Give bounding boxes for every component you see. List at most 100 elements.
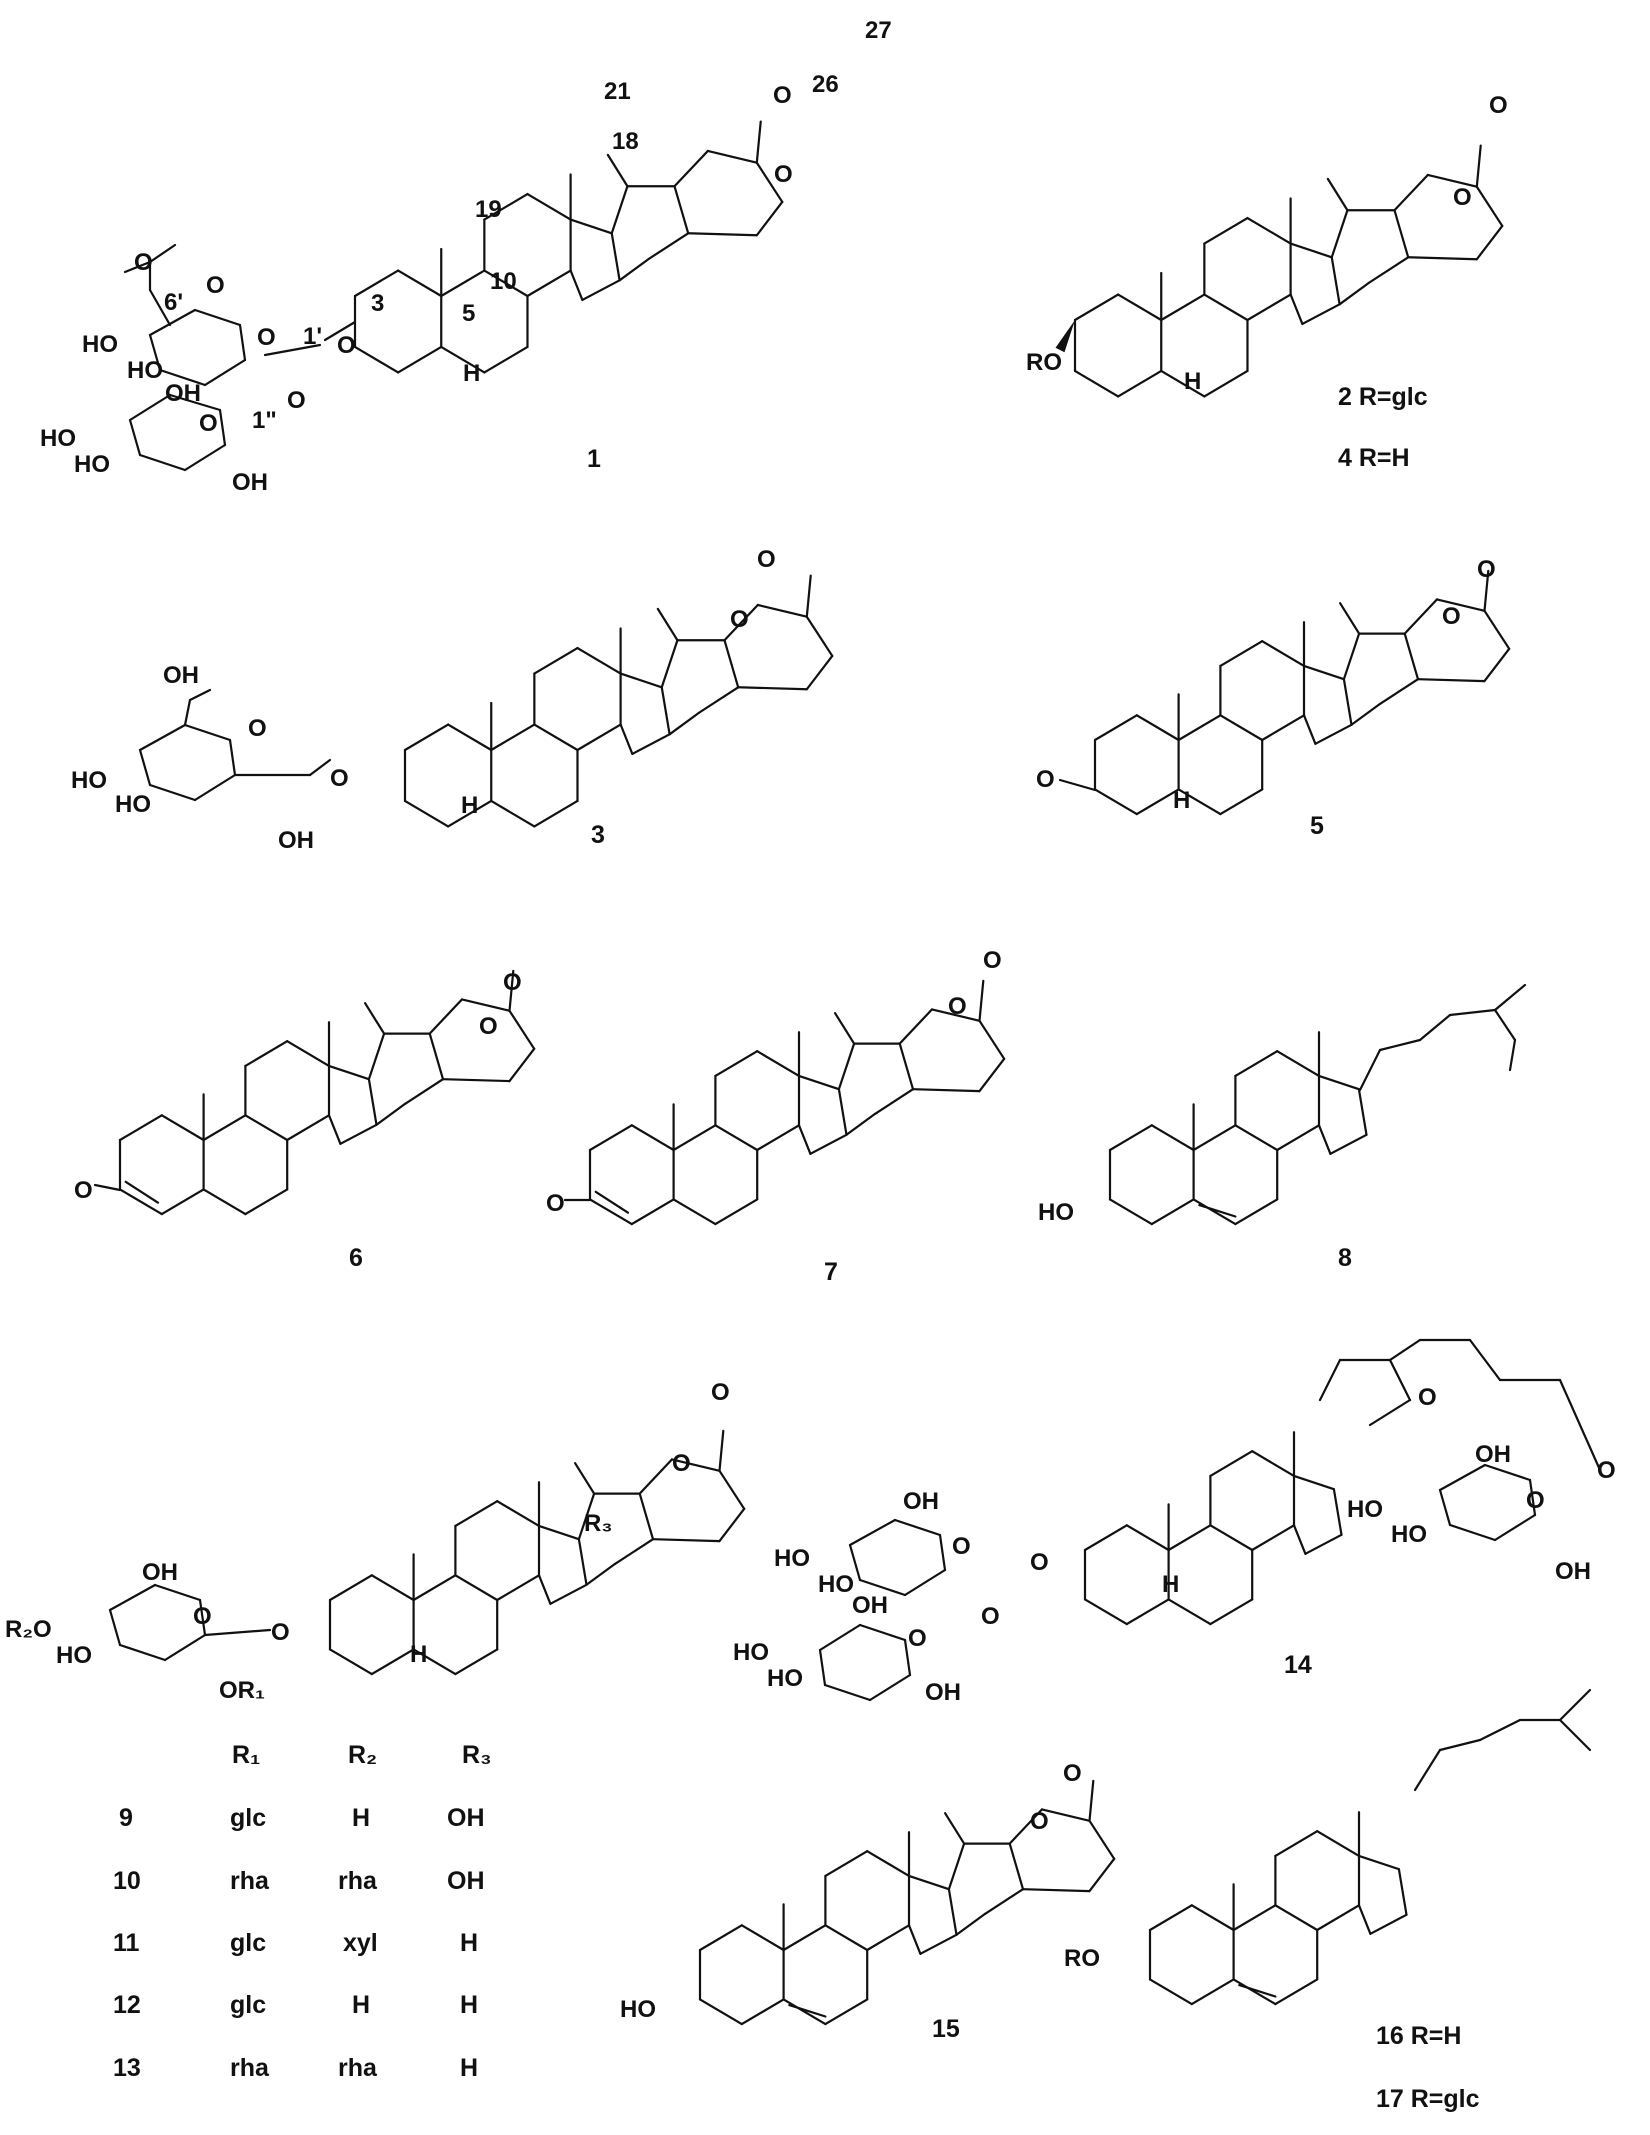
bond (193, 773, 237, 802)
bond (824, 1998, 869, 2026)
bond (1083, 1524, 1128, 1552)
bond (955, 1912, 987, 1936)
compound-label-15: 15 (932, 2015, 960, 2043)
bond (1393, 173, 1429, 212)
atom-o: O (1597, 1457, 1616, 1484)
bond (756, 603, 808, 618)
bond (1292, 1524, 1307, 1555)
compound-label-4: 4 R=H (1338, 444, 1410, 472)
bond (1192, 1124, 1237, 1152)
atom-ro: RO (1064, 1945, 1100, 1972)
bond (1368, 1398, 1412, 1427)
table-cell-r3: H (460, 1929, 478, 1957)
bond (805, 574, 812, 618)
bond (911, 1088, 981, 1093)
bond (718, 1469, 746, 1510)
bond (1190, 1904, 1235, 1932)
bond (858, 1578, 907, 1597)
bond (1083, 1598, 1128, 1626)
bond (569, 218, 613, 235)
atom-o: O (1030, 1808, 1049, 1835)
bond (1330, 209, 1349, 259)
atom-o: O (774, 161, 793, 188)
bond (824, 1850, 869, 1878)
position-5: 5 (462, 300, 475, 327)
bond (606, 153, 629, 188)
bond (630, 1124, 675, 1152)
bond (537, 1574, 552, 1605)
position-1-double-prime: 1" (252, 407, 277, 434)
bond (1483, 569, 1490, 612)
atom-o: O (730, 606, 749, 633)
bond (108, 1583, 157, 1612)
bond (1232, 1978, 1277, 2006)
bond (1234, 1198, 1279, 1226)
bond (138, 723, 187, 752)
bond (244, 1188, 289, 1216)
bond (782, 1924, 827, 1952)
bond (454, 1648, 499, 1676)
table-cell-r3: OH (447, 1867, 485, 1895)
atom-oh: OH (1555, 1558, 1591, 1585)
table-row-id: 9 (119, 1804, 133, 1832)
bond (651, 1538, 721, 1543)
atom-r3: R₃ (584, 1510, 612, 1537)
atom-o: O (1063, 1760, 1082, 1787)
bond (848, 1518, 897, 1547)
bond (128, 393, 172, 422)
table-row-id: 10 (113, 1867, 141, 1895)
bond (903, 1638, 912, 1677)
bond (403, 799, 450, 828)
bond (412, 1648, 457, 1676)
bond (723, 639, 740, 689)
bond (308, 758, 332, 777)
atom-ho: HO (40, 425, 76, 452)
bond (1378, 678, 1420, 706)
bond (1475, 185, 1504, 228)
bond (610, 185, 629, 235)
bond (183, 698, 192, 727)
atom-ho: HO (82, 331, 118, 358)
bond (978, 979, 985, 1022)
atom-o: O (330, 765, 349, 792)
atom-o: O (503, 969, 522, 996)
bond (1190, 1978, 1235, 2006)
atom-o: O (199, 410, 218, 437)
bond (1418, 1013, 1452, 1042)
atom-ho: HO (56, 1642, 92, 1669)
table-header-r3: R₃ (462, 1741, 492, 1769)
atom-o: O (206, 272, 225, 299)
atom-o: O (952, 1533, 971, 1560)
bond (1493, 1008, 1517, 1042)
bond (1276, 1050, 1321, 1078)
bond (483, 345, 529, 374)
atom-o: O (711, 1379, 730, 1406)
atom-o: O (74, 1177, 93, 1204)
bond (1238, 1983, 1277, 1998)
table-row-id: 12 (113, 1991, 141, 2019)
atom-ho: HO (620, 1996, 656, 2023)
bond (756, 1124, 801, 1152)
bond (573, 1462, 596, 1495)
bond (805, 615, 834, 658)
bond (496, 1500, 541, 1528)
bond (160, 1114, 205, 1142)
bond (660, 639, 679, 689)
bond (947, 1888, 958, 1936)
bond (1438, 1463, 1487, 1492)
bond (1251, 1450, 1296, 1478)
bond (327, 1064, 370, 1081)
atom-o: O (193, 1603, 212, 1630)
atom-oh: OH (232, 469, 268, 496)
atom-ho: HO (127, 357, 163, 384)
bond (460, 998, 511, 1012)
bond (1393, 209, 1410, 259)
bond (1209, 1598, 1254, 1626)
bond (454, 1574, 499, 1602)
bond (588, 1198, 633, 1226)
wedge-bond (1055, 320, 1075, 353)
atom-oh: OH (278, 827, 314, 854)
bond (202, 1114, 247, 1142)
bond (668, 711, 701, 736)
